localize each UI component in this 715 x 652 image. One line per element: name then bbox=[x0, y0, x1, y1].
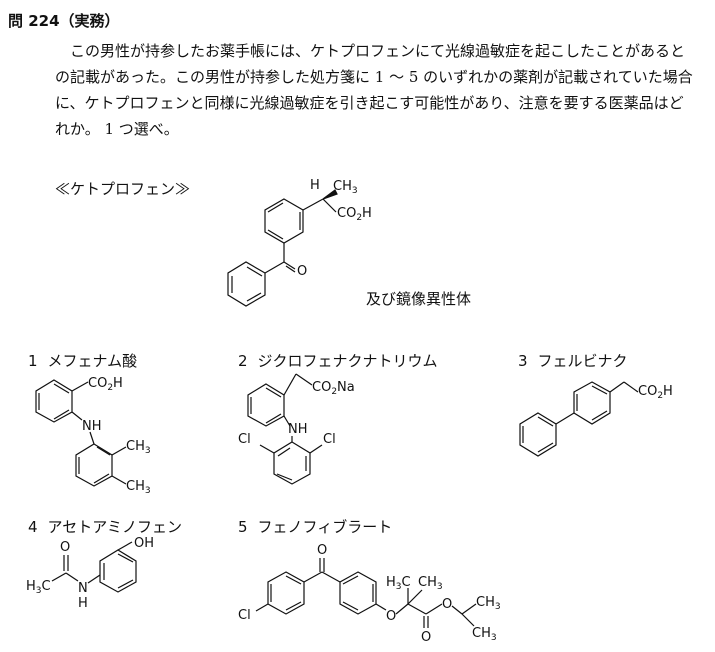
option-2-structure: CO2Na NH Cl Cl bbox=[238, 373, 355, 485]
ketoprofen-co2h: CO2H bbox=[337, 206, 372, 223]
option-4-n: N bbox=[78, 581, 88, 596]
option-2-number: 2 bbox=[238, 352, 248, 370]
option-5-o-ester: O bbox=[442, 597, 452, 612]
option-1-ch3-b: CH3 bbox=[126, 479, 151, 496]
option-1-number: 1 bbox=[28, 352, 38, 370]
option-3-co2h: CO2H bbox=[638, 384, 673, 401]
option-2-cl-b: Cl bbox=[323, 432, 336, 447]
option-4-h: H bbox=[78, 596, 88, 611]
option-4-name: アセトアミノフェン bbox=[47, 518, 182, 536]
option-2-name: ジクロフェナクナトリウム bbox=[257, 352, 438, 370]
option-3-structure: CO2H bbox=[519, 381, 673, 457]
option-4-h3c: H3C bbox=[26, 579, 51, 596]
option-1-structure: CO2H NH CH3 CH3 bbox=[35, 376, 151, 496]
option-2-cl-a: Cl bbox=[238, 432, 251, 447]
option-3-label: 3 フェルビナク bbox=[518, 350, 628, 371]
ketoprofen-o: O bbox=[297, 264, 307, 279]
option-5-ch3-a: CH3 bbox=[418, 575, 443, 592]
option-2-nh: NH bbox=[288, 422, 308, 437]
question-body: この男性が持参したお薬手帳には、ケトプロフェンにて光線過敏症を起こしたことがある… bbox=[55, 42, 693, 138]
ketoprofen-h: H bbox=[310, 178, 320, 193]
option-3-name: フェルビナク bbox=[537, 352, 628, 370]
option-4-structure: O H3C N H OH bbox=[26, 536, 154, 611]
isomer-note: 及び鏡像異性体 bbox=[366, 290, 472, 308]
option-5-label: 5 フェノフィブラート bbox=[238, 516, 392, 537]
option-5-structure: O Cl O H3C CH3 O O CH3 CH3 bbox=[238, 543, 501, 645]
option-5-ch3-b: CH3 bbox=[476, 595, 501, 612]
option-5-cl: Cl bbox=[238, 608, 251, 623]
option-1-nh: NH bbox=[82, 419, 102, 434]
option-5-ch3-c: CH3 bbox=[472, 626, 497, 643]
option-4-o: O bbox=[60, 540, 70, 555]
option-1-ch3-a: CH3 bbox=[126, 439, 151, 456]
question-text: この男性が持参したお薬手帳には、ケトプロフェンにて光線過敏症を起こしたことがある… bbox=[55, 38, 695, 142]
ketoprofen-ch3: CH3 bbox=[333, 179, 358, 196]
option-1-name: メフェナム酸 bbox=[47, 352, 138, 370]
option-4-label: 4 アセトアミノフェン bbox=[28, 516, 182, 537]
option-4-oh: OH bbox=[134, 536, 154, 551]
option-3-number: 3 bbox=[518, 352, 528, 370]
option-5-name: フェノフィブラート bbox=[257, 518, 393, 536]
question-title: 問 224（実務） bbox=[8, 12, 120, 30]
option-2-co2na: CO2Na bbox=[312, 380, 355, 397]
option-1-label: 1 メフェナム酸 bbox=[28, 350, 137, 371]
option-5-o-keto: O bbox=[317, 543, 327, 558]
option-5-o-ether: O bbox=[386, 609, 396, 624]
option-5-o-carbonyl: O bbox=[421, 630, 431, 645]
ketoprofen-structure: H CH3 CO2H O bbox=[227, 178, 372, 307]
option-1-co2h: CO2H bbox=[88, 376, 123, 393]
option-5-number: 5 bbox=[238, 518, 248, 536]
option-5-h3c: H3C bbox=[386, 575, 411, 592]
option-4-number: 4 bbox=[28, 518, 38, 536]
reference-label: ≪ケトプロフェン≫ bbox=[55, 180, 191, 198]
option-2-label: 2 ジクロフェナクナトリウム bbox=[238, 350, 438, 371]
